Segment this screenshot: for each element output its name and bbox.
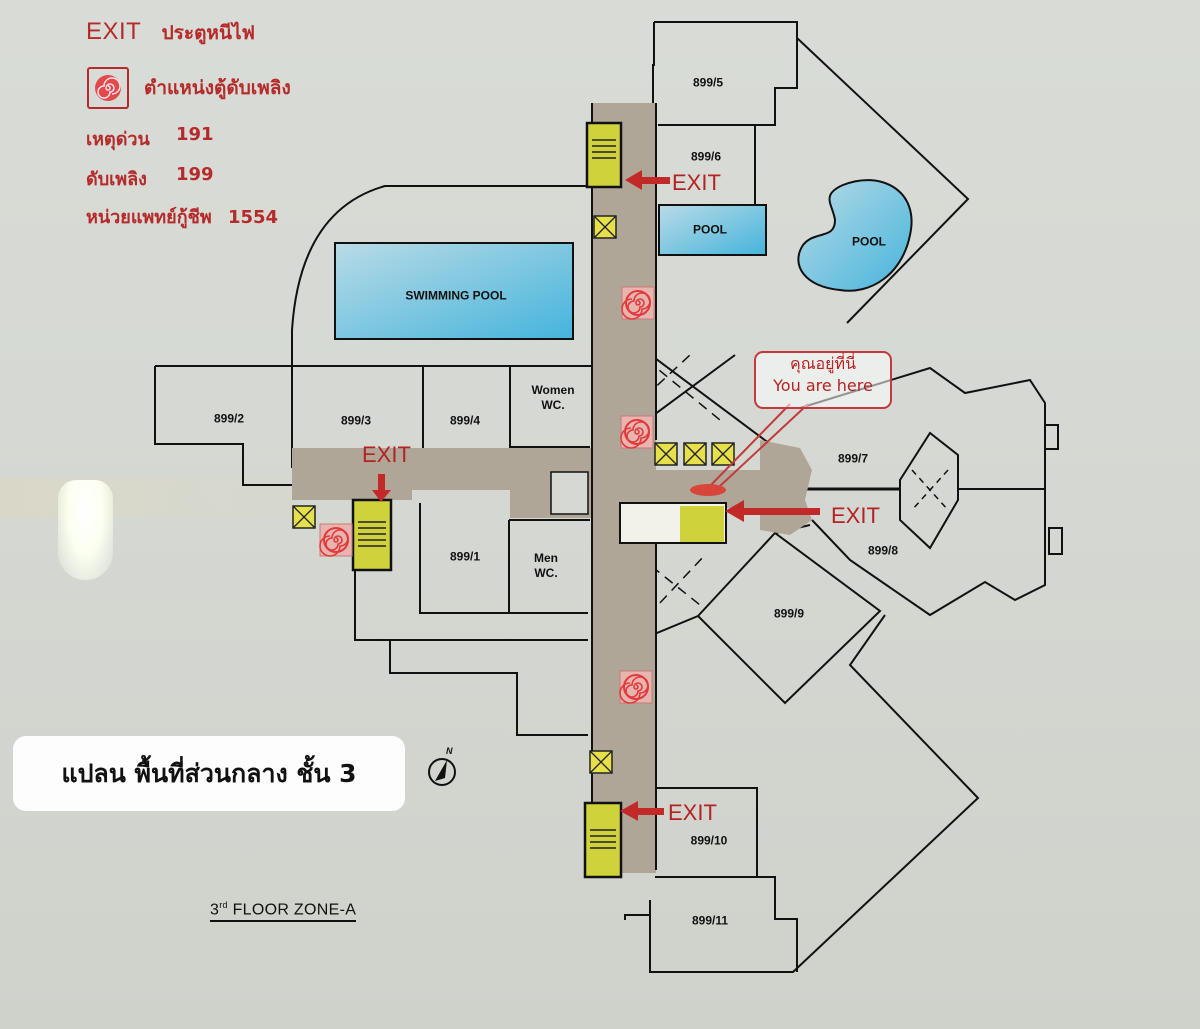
room-label: 899/3 [340, 413, 372, 428]
contact-number: 1554 [227, 207, 279, 228]
room-label: 899/2 [213, 411, 245, 426]
room-label: 899/10 [690, 833, 728, 848]
stairwell-top [585, 121, 623, 189]
contact-number: 199 [176, 164, 214, 185]
compass-icon [428, 758, 456, 786]
room-label: 899/1 [449, 549, 481, 564]
elevator-icon [292, 505, 316, 529]
contact-label: ดับเพลิง [86, 169, 147, 190]
fire-hose-reel-icon [621, 286, 655, 320]
fire-hose-reel-icon [87, 67, 129, 109]
you-are-here-marker [690, 484, 726, 496]
swimming-pool-label: SWIMMING POOL [405, 288, 507, 303]
kidney-pool-area [797, 179, 913, 292]
room-label: 899/5 [692, 75, 724, 90]
exit-label: EXIT [672, 170, 721, 195]
elevator-icon [683, 442, 707, 466]
swimming-pool-area [334, 242, 574, 340]
fire-hose-reel-icon [619, 670, 653, 704]
room-label: 899/11 [691, 913, 729, 928]
you-are-here-english: You are here [773, 376, 873, 395]
men-wc-label: Men WC. [534, 551, 558, 580]
fire-hose-reel-icon [620, 415, 654, 449]
legend-fire-hose-desc: ตำแหน่งตู้ดับเพลิง [144, 77, 291, 99]
floor-zone-label: 3rd FLOOR ZONE-A [210, 900, 357, 923]
pool-label: POOL [692, 222, 728, 237]
room-label: 899/6 [690, 149, 722, 164]
light-glare [58, 480, 113, 580]
elevator-icon [589, 750, 613, 774]
legend-exit-word: EXIT [86, 18, 142, 45]
room-label: 899/4 [449, 413, 481, 428]
contact-number: 191 [176, 124, 214, 145]
exit-label: EXIT [668, 800, 717, 825]
contact-label: เหตุด่วน [86, 129, 150, 150]
fire-hose-reel-icon [319, 523, 353, 557]
stairwell-bottom [583, 801, 623, 879]
room-label: 899/8 [867, 543, 899, 558]
stairwell-left [351, 498, 393, 572]
room-label: 899/9 [773, 606, 805, 621]
exit-label: EXIT [362, 442, 411, 467]
you-are-here-callout: คุณอยู่ที่นี่ You are here [754, 351, 892, 409]
legend-exit-desc: ประตูหนีไฟ [161, 22, 255, 44]
women-wc-label: Women WC. [531, 383, 575, 412]
compass-north-label: N [446, 746, 453, 756]
room-label: 899/7 [837, 451, 869, 466]
plan-title: แปลน พื้นที่ส่วนกลาง ชั้น 3 [13, 736, 405, 811]
elevator-icon [654, 442, 678, 466]
elevator-icon [593, 215, 617, 239]
pool-label: POOL [851, 234, 887, 249]
pool-area [658, 204, 767, 256]
contact-label: หน่วยแพทย์กู้ชีพ [86, 207, 212, 228]
stairwell-center [619, 502, 727, 544]
you-are-here-thai: คุณอยู่ที่นี่ [789, 354, 856, 373]
elevator-icon [711, 442, 735, 466]
exit-label: EXIT [831, 503, 880, 528]
